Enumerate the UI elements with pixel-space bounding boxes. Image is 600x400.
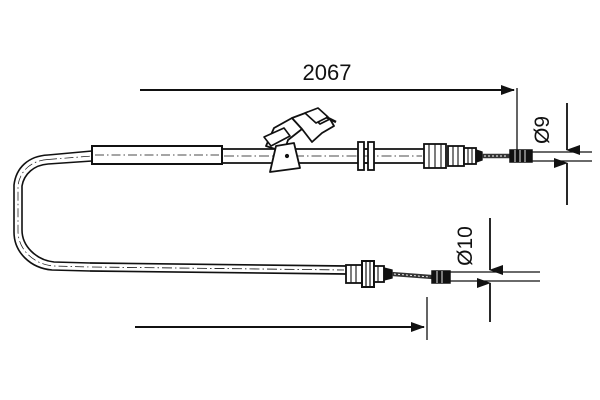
upper-cable-centerline-bend bbox=[17, 159, 91, 268]
lower-conduit-centerline bbox=[91, 266, 345, 271]
lower-cable-assembly bbox=[89, 260, 540, 288]
upper-cable-body-bottom bbox=[47, 160, 93, 165]
length-dimension-label: 2067 bbox=[303, 60, 352, 85]
upper-flange-collar bbox=[357, 141, 375, 171]
dimension-lower-diameter: Ø10 bbox=[454, 218, 503, 322]
lower-threaded-connector bbox=[345, 260, 393, 288]
dimension-lower-length bbox=[135, 297, 428, 340]
upper-cable-assembly bbox=[13, 107, 592, 272]
upper-end-nipple bbox=[509, 149, 533, 163]
lower-conduit-top bbox=[89, 270, 347, 275]
lower-conduit-bottom bbox=[89, 262, 347, 267]
dimension-overall-length: 2067 bbox=[140, 60, 518, 152]
dimension-upper-diameter: Ø9 bbox=[531, 103, 580, 205]
upper-diameter-label: Ø9 bbox=[531, 116, 554, 144]
bracket-pivot-dot bbox=[284, 153, 290, 159]
upper-mounting-bracket bbox=[263, 107, 337, 173]
lower-end-nipple bbox=[431, 270, 451, 284]
upper-cable-body-top bbox=[47, 150, 93, 156]
upper-cable-outer-top bbox=[13, 154, 91, 272]
upper-cable-body-centerline bbox=[47, 155, 93, 160]
lower-diameter-label: Ø10 bbox=[454, 226, 477, 266]
upper-cable-outer-bottom bbox=[21, 163, 91, 264]
upper-threaded-adjuster bbox=[423, 143, 483, 169]
